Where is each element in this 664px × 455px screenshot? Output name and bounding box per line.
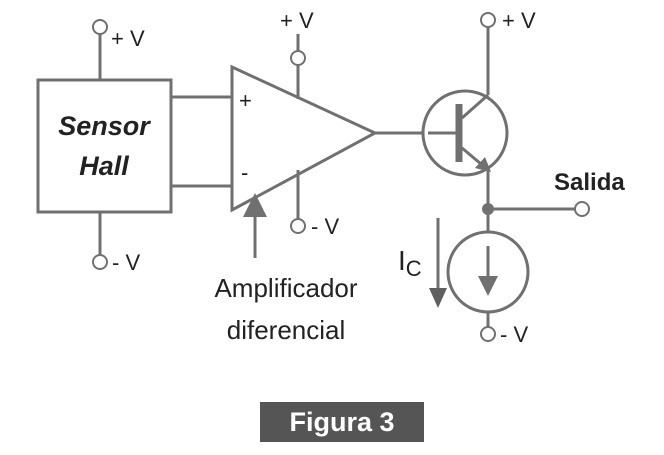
- sensor-label-line1: Sensor: [58, 111, 151, 141]
- transistor-supply-positive-label: + V: [502, 8, 536, 33]
- current-label: IC: [398, 245, 422, 281]
- differential-amplifier: + - + V - V Amplificador diferencial: [214, 8, 379, 345]
- current-indicator: IC: [398, 218, 447, 308]
- current-source: - V: [446, 230, 530, 347]
- amplifier-supply-positive-terminal: [290, 50, 306, 66]
- figure-caption: Figura 3: [260, 402, 424, 442]
- output-label: Salida: [554, 169, 625, 196]
- amplifier-plus-sign: +: [239, 88, 252, 113]
- transistor-emitter-arrow: [475, 157, 491, 172]
- output-terminal: [574, 201, 590, 217]
- hall-sensor: + V Sensor Hall - V: [36, 19, 173, 275]
- caption-text: Figura 3: [289, 407, 394, 437]
- sensor-supply-positive-label: + V: [111, 26, 145, 51]
- amplifier-supply-negative-label: - V: [311, 214, 339, 239]
- transistor-emitter-lead: [461, 146, 482, 166]
- sensor-supply-negative-label: - V: [112, 250, 140, 275]
- current-source-arrow-icon: [478, 276, 498, 296]
- sensor-supply-positive-terminal: [92, 19, 108, 35]
- amplifier-label-line1: Amplificador: [214, 273, 357, 303]
- amplifier-triangle: [230, 64, 379, 213]
- sensor-supply-negative-terminal: [92, 254, 108, 270]
- npn-transistor: + V: [421, 8, 536, 177]
- amplifier-supply-positive-label: + V: [280, 8, 314, 33]
- current-arrow-icon: [429, 288, 447, 308]
- amplifier-label-line2: diferencial: [227, 315, 346, 345]
- transistor-collector-lead: [461, 93, 489, 120]
- sensor-box: [36, 78, 173, 214]
- sensor-label-line2: Hall: [79, 151, 129, 181]
- transistor-circle: [421, 89, 509, 177]
- transistor-supply-positive-terminal: [480, 12, 496, 28]
- amplifier-supply-negative-terminal: [290, 218, 306, 234]
- current-source-supply-negative-terminal: [480, 326, 496, 342]
- current-source-supply-negative-label: - V: [500, 322, 528, 347]
- amplifier-minus-sign: -: [241, 160, 248, 185]
- caption-background: [260, 402, 424, 442]
